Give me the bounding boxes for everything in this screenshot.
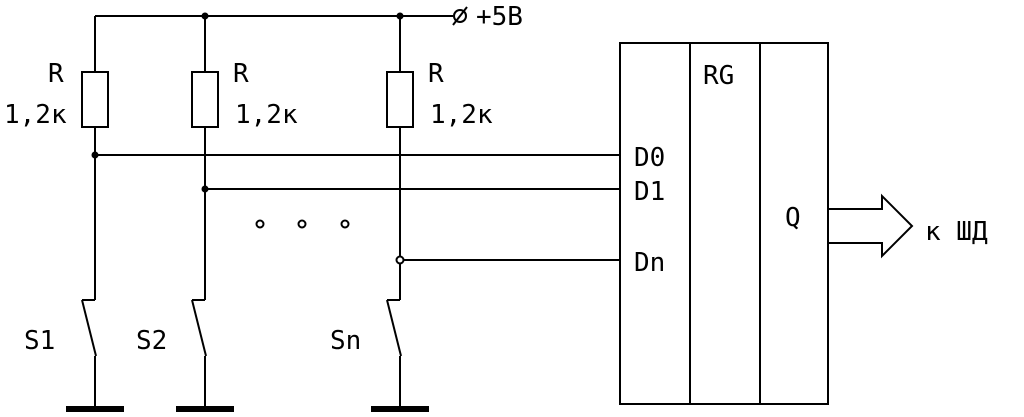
branch-2: [176, 16, 620, 412]
resistor-icon: [191, 71, 219, 128]
sn-label: Sn: [330, 326, 361, 356]
input-d1: D1: [634, 177, 665, 207]
r2-name: R: [233, 59, 249, 89]
resistor-icon: [81, 71, 109, 128]
register-type: RG: [703, 61, 734, 91]
ellipsis: [255, 219, 350, 229]
input-dn: Dn: [634, 248, 665, 278]
output-q: Q: [785, 203, 801, 233]
supply-label: +5В: [476, 2, 523, 32]
output-label: к ШД: [925, 217, 988, 247]
s1-label: S1: [24, 326, 55, 356]
switch-s1-icon: [81, 299, 97, 357]
s2-label: S2: [136, 326, 167, 356]
branch-n: [371, 16, 620, 412]
switch-s2-icon: [191, 299, 207, 357]
resistor-icon: [386, 71, 414, 128]
switch-sn-icon: [386, 299, 402, 357]
rn-value: 1,2к: [430, 100, 493, 130]
r2-value: 1,2к: [235, 100, 298, 130]
supply-terminal-icon: [452, 6, 468, 26]
input-d0: D0: [634, 143, 665, 173]
branch-1: [66, 16, 620, 412]
r1-value: 1,2к: [4, 100, 67, 130]
output-bus-arrow-icon: [828, 193, 914, 259]
register-block: [619, 42, 829, 405]
rn-name: R: [428, 59, 444, 89]
r1-name: R: [48, 59, 64, 89]
